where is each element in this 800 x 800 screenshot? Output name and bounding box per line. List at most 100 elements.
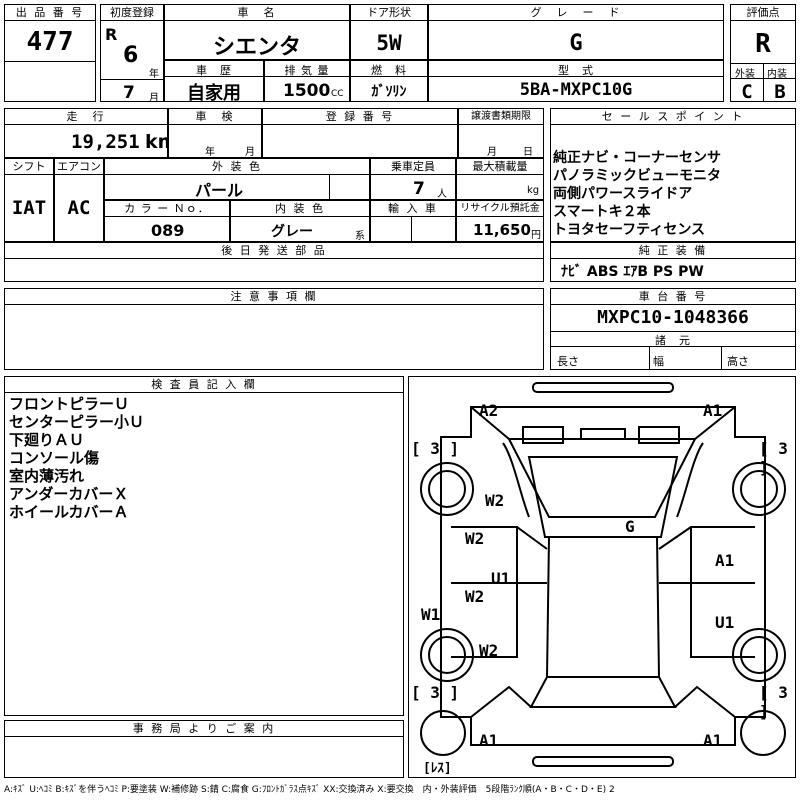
car-name: シエンタ — [212, 35, 301, 60]
width-label: 幅 — [653, 355, 664, 368]
displacement-cell: 排 気 量 1500 CC — [264, 60, 350, 102]
inspector-note: フロントピラーＵ — [9, 395, 130, 413]
disp-unit: CC — [331, 89, 344, 99]
mark-w2-door2: W2 — [465, 587, 485, 606]
load-cell: 最大積載量 kg — [456, 158, 544, 200]
door-label: ドア形状 — [351, 5, 427, 21]
month-unit: 月 — [149, 93, 159, 104]
mark-w1-side: W1 — [421, 605, 441, 624]
ac-cell: エアコン AC — [54, 158, 104, 242]
color-label: 外 装 色 — [105, 159, 369, 175]
interior-color-cell: 内 装 色 グレー 系 — [230, 200, 370, 242]
name-cell: 車 名 シエンタ — [164, 4, 350, 60]
mark-a1-rear-right: A1 — [703, 731, 723, 750]
mark-u1-rdoor2: U1 — [715, 613, 735, 632]
int-color-label: 内 装 色 — [231, 201, 369, 217]
tire-fr: [ 3 ] — [759, 439, 788, 477]
interior-color: グレー — [271, 224, 313, 240]
shift: IAT — [11, 197, 47, 219]
tire-rr: [ 3 ] — [759, 683, 788, 721]
reg-number-cell: 登 録 番 号 — [262, 108, 458, 158]
inspector-note: アンダーカバーＸ — [9, 485, 129, 503]
equipment: ﾅﾋﾞ ABS ｴｱB PS PW — [561, 264, 704, 280]
sales-points-label: セ ー ル ス ポ イ ン ト — [551, 109, 795, 125]
color-no-cell: カ ラ ー Ｎｏ． 089 — [104, 200, 230, 242]
era: R — [105, 25, 118, 44]
chassis-number: MXPC10-1048366 — [597, 307, 749, 328]
damage-diagram: [ 3 ] [ 3 ] [ 3 ] [ 3 ] [ﾚｽ] A2 A1 W2 G … — [408, 376, 796, 778]
sales-point: 純正ナビ・コーナーセンサ — [553, 150, 721, 166]
later-parts-cell: 後 日 発 送 部 品 — [4, 242, 544, 282]
tire-rl: [ 3 ] — [411, 683, 460, 702]
grade: G — [569, 31, 583, 56]
door-type: 5W — [376, 31, 402, 55]
lot-number: 477 — [26, 27, 74, 57]
reg-month: 7 — [123, 83, 135, 103]
sales-point: パノラミックビューモニタ — [553, 168, 721, 184]
caution-cell: 注 意 事 項 欄 — [4, 288, 544, 370]
displacement: 1500 — [283, 81, 331, 101]
lot-cell: 出 品 番 号 477 — [4, 4, 96, 102]
spare-tire: [ﾚｽ] — [423, 761, 452, 776]
mileage-cell: 走 行 19,251 km — [4, 108, 177, 158]
insp-month-unit: 月 — [245, 147, 255, 158]
mark-w2-hood: W2 — [485, 491, 505, 510]
sales-points-cell: セ ー ル ス ポ イ ン ト 純正ナビ・コーナーセンサパノラミックビューモニタ… — [550, 108, 796, 242]
chassis-cell: 車 台 番 号 MXPC10-1048366 諸 元 長さ 幅 高さ — [550, 288, 796, 370]
caution-label: 注 意 事 項 欄 — [5, 289, 543, 305]
recycle-label: リサイクル預託金 — [457, 201, 543, 217]
shift-cell: シフト IAT — [4, 158, 54, 242]
mark-a1-front-right: A1 — [703, 401, 723, 420]
history: 自家用 — [187, 83, 241, 104]
inspector-note: 室内薄汚れ — [9, 467, 85, 485]
legend: A:ｷｽﾞ U:ﾍｺﾐ B:ｷｽﾞを伴うﾍｺﾐ P:要塗装 W:補修跡 S:錆 … — [4, 785, 615, 795]
body-color: パール — [195, 181, 244, 200]
sales-point: スマートキ２本 — [553, 204, 651, 220]
capacity-cell: 乗車定員 7 人 — [370, 158, 456, 200]
score-label: 評価点 — [731, 5, 795, 21]
color-no: 089 — [151, 221, 185, 240]
history-cell: 車 歴 自家用 — [164, 60, 264, 104]
office-cell: 事 務 局 よ り ご 案 内 — [4, 720, 404, 778]
inspection-label: 車 検 — [169, 109, 261, 125]
shift-label: シフト — [5, 159, 53, 175]
first-reg-label: 初度登録 — [101, 5, 163, 21]
spec-label: 諸 元 — [655, 334, 691, 347]
fuel-label: 燃 料 — [371, 64, 407, 77]
sales-points-list: 純正ナビ・コーナーセンサパノラミックビューモニタ両側パワースライドアスマートキ２… — [553, 149, 721, 239]
inspector-note: センターピラー小Ｕ — [9, 413, 145, 431]
inspection-cell: 車 検 年 月 — [168, 108, 262, 158]
office-label: 事 務 局 よ り ご 案 内 — [5, 721, 403, 737]
score-cell: 評価点 R 外装 内装 C B — [730, 4, 796, 103]
fuel: ｶﾞｿﾘﾝ — [371, 84, 407, 100]
recycle: 11,650 — [473, 221, 531, 239]
transfer-cell: 譲渡書類期限 月 日 — [458, 108, 544, 158]
disp-label: 排 気 量 — [284, 64, 330, 77]
color-cell: 外 装 色 パール — [104, 158, 370, 200]
insp-year-unit: 年 — [205, 147, 215, 158]
inspector-label: 検 査 員 記 入 欄 — [5, 377, 403, 393]
year-unit: 年 — [149, 69, 159, 80]
mark-a1-rear-left: A1 — [479, 731, 499, 750]
load-label: 最大積載量 — [457, 159, 543, 175]
mark-w2-rear: W2 — [479, 641, 499, 660]
door-cell: ドア形状 5W — [350, 4, 428, 60]
int-label: 内装 — [767, 69, 787, 80]
later-parts-label: 後 日 発 送 部 品 — [5, 243, 543, 259]
mark-a1-rdoor: A1 — [715, 551, 735, 570]
car-outline-diagram — [420, 382, 786, 767]
length-label: 長さ — [557, 355, 579, 368]
fuel-cell: 燃 料 ｶﾞｿﾘﾝ — [350, 60, 428, 102]
recycle-cell: リサイクル預託金 11,650 円 — [456, 200, 544, 242]
inspector-note: コンソール傷 — [9, 449, 100, 467]
color-no-label: カ ラ ー Ｎｏ． — [105, 201, 229, 217]
mileage: 19,251 — [71, 131, 140, 153]
lot-label: 出 品 番 号 — [5, 5, 95, 21]
capacity-unit: 人 — [437, 189, 447, 200]
inspector-note: 下廻りＡＵ — [9, 431, 85, 449]
import-label: 輸 入 車 — [371, 201, 455, 217]
transfer-month: 月 — [487, 147, 497, 158]
recycle-unit: 円 — [531, 230, 541, 241]
sales-point: 両側パワースライドア — [553, 186, 693, 202]
